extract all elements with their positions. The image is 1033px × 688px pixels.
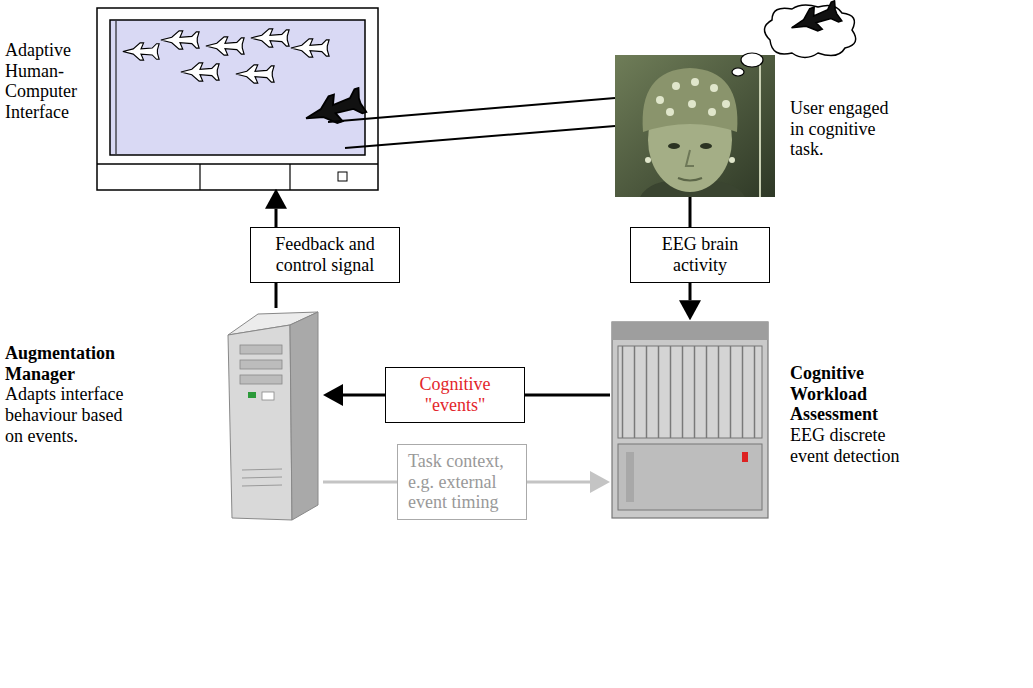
node-label: Task context, e.g. external event timing (408, 451, 516, 513)
signal-box: Feedback and control signal (250, 227, 400, 282)
eeg-rack-node: Cognitive Workload AssessmentEEG discret… (610, 318, 1030, 523)
context-box: Task context, e.g. external event timing (397, 444, 527, 520)
event-box: Cognitive "events" (385, 367, 525, 422)
monitor (97, 8, 378, 190)
flow-arrow (343, 394, 385, 397)
server-rack (612, 322, 768, 518)
flow-arrow (527, 481, 590, 484)
text-column: Augmentation ManagerAdapts interface beh… (5, 343, 137, 446)
connector-line (525, 394, 610, 397)
text-column: Feedback and control signal (261, 234, 389, 275)
text-column: User engaged in cognitive task. (790, 98, 898, 160)
flow-arrow (275, 209, 278, 228)
user-photo (615, 55, 775, 197)
node-heading: Augmentation Manager (5, 343, 137, 384)
connector-line (689, 197, 692, 227)
node-label: Adapts interface behaviour based on even… (5, 384, 137, 446)
text-column: EEG brain activity (641, 234, 759, 275)
aircraft-formation (123, 29, 367, 132)
node-label: Feedback and control signal (261, 234, 389, 275)
node-label: EEG brain activity (641, 234, 759, 275)
flow-arrow (689, 283, 692, 301)
computer-tower (228, 312, 318, 520)
text-column: Task context, e.g. external event timing (408, 451, 516, 513)
computer-node: Augmentation ManagerAdapts interface beh… (5, 308, 323, 523)
monitor-node: Adaptive Human-Computer Interface (5, 8, 378, 190)
connector-line (323, 481, 397, 484)
node-label: User engaged in cognitive task. (790, 98, 898, 160)
text-column: Cognitive Workload AssessmentEEG discret… (790, 363, 920, 466)
signal-box: EEG brain activity (630, 227, 770, 282)
connector-line (345, 126, 615, 148)
connector-line (328, 98, 615, 122)
text-column: Cognitive "events" (396, 374, 514, 415)
node-heading: Cognitive Workload Assessment (790, 363, 920, 425)
connector-line (275, 283, 278, 308)
node-label: Adaptive Human-Computer Interface (5, 40, 95, 123)
text-column: Adaptive Human-Computer Interface (5, 40, 95, 123)
node-label: EEG discrete event detection (790, 425, 920, 466)
node-label: Cognitive "events" (396, 374, 514, 415)
user-photo-node: User engaged in cognitive task. (615, 0, 1030, 197)
thought-cloud (732, 0, 856, 76)
